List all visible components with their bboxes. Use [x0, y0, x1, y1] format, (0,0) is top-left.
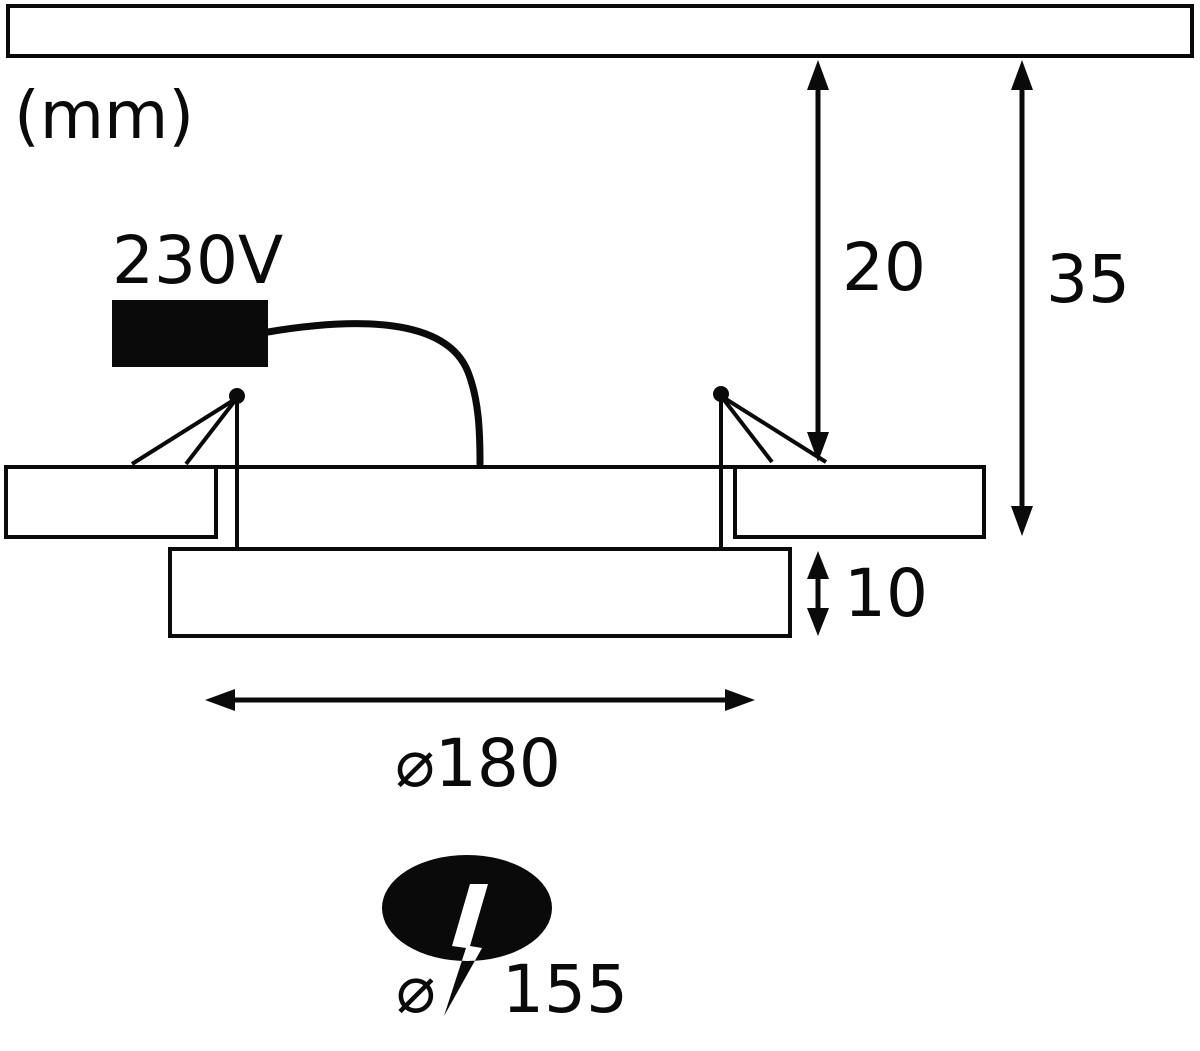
dim-label-35: 35	[1046, 241, 1130, 318]
spring-clip-pivot-right	[713, 386, 729, 402]
dim-label-180: ⌀180	[395, 725, 561, 802]
dimension-recess-depth: 20	[807, 60, 926, 462]
voltage-label: 230V	[112, 222, 283, 299]
dimension-outer-diameter: ⌀180	[205, 689, 755, 802]
spring-clip-right	[713, 386, 828, 547]
cutout-diameter-value: 155	[502, 951, 628, 1028]
unit-label: (mm)	[14, 77, 194, 154]
cutout-callout: ⌀ 155	[382, 855, 628, 1028]
spring-clip-arm-left-outer	[130, 396, 239, 466]
spring-clip-arm-right-outer	[719, 394, 828, 464]
power-cable	[264, 320, 484, 468]
dimension-total-depth: 35	[1011, 60, 1130, 536]
arrowhead-up-35	[1011, 60, 1033, 90]
dimension-frame-height: 10	[807, 551, 928, 636]
driver-box	[112, 300, 268, 367]
spring-clip-left	[130, 388, 245, 547]
arrowhead-up-20	[807, 60, 829, 90]
ceiling-slab	[6, 4, 1194, 58]
ceiling-cut-right	[733, 465, 986, 539]
panel-frame	[168, 547, 792, 638]
spring-clip-arm-left-inner	[184, 396, 239, 466]
spring-clip-arm-right-inner	[719, 394, 774, 464]
cutout-diameter-symbol: ⌀	[396, 951, 436, 1028]
arrowhead-up-10	[807, 551, 829, 579]
arrowhead-down-35	[1011, 506, 1033, 536]
dim-label-10: 10	[844, 555, 928, 632]
arrowhead-right-180	[725, 689, 755, 711]
dim-label-20: 20	[842, 229, 926, 306]
ceiling-cut-left	[4, 465, 218, 539]
arrowhead-down-10	[807, 608, 829, 636]
arrowhead-down-20	[807, 432, 829, 462]
spring-clip-pivot-left	[229, 388, 245, 404]
lightning-bolt-icon-lower	[444, 884, 488, 1016]
arrowhead-left-180	[205, 689, 235, 711]
